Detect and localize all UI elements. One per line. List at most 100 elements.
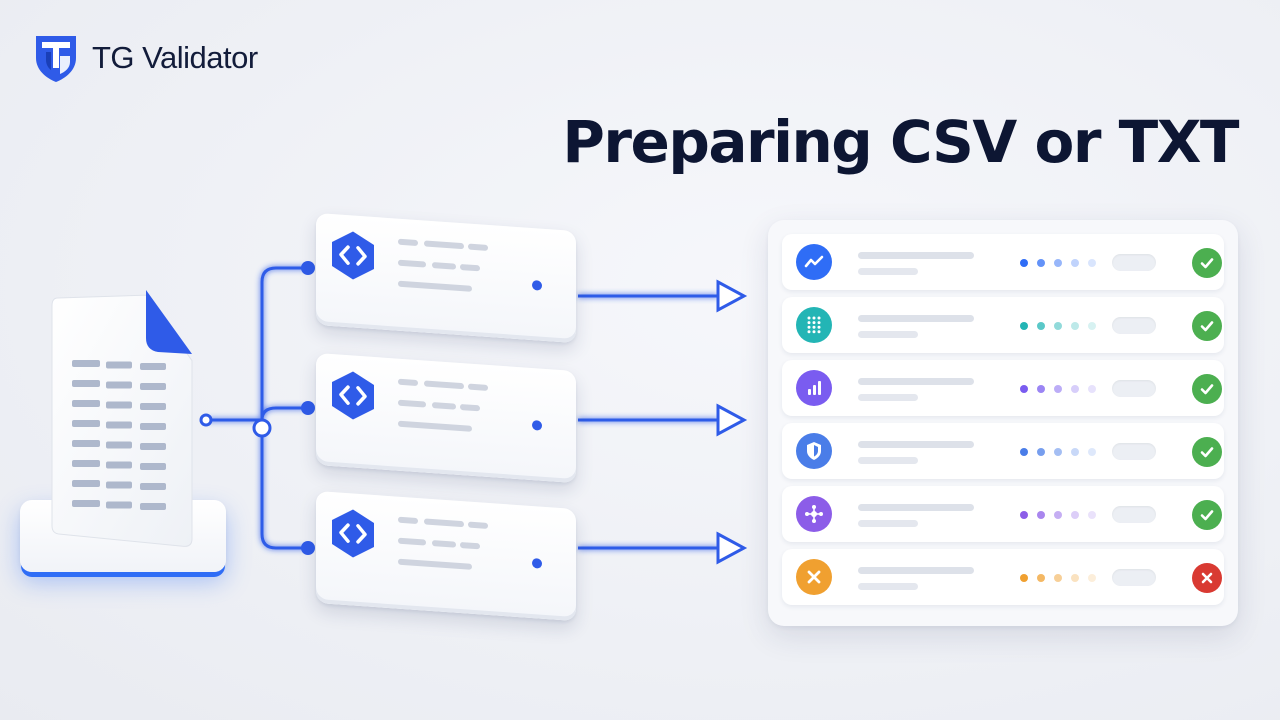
progress-dot bbox=[1020, 322, 1028, 330]
document-cell bbox=[140, 443, 166, 450]
row-toggle[interactable] bbox=[1112, 569, 1156, 586]
processor-card bbox=[316, 212, 576, 344]
progress-dot bbox=[1054, 259, 1062, 267]
progress-dot bbox=[1054, 574, 1062, 582]
processor-status-dot bbox=[532, 420, 542, 431]
row-toggle[interactable] bbox=[1112, 317, 1156, 334]
processor-status-dot bbox=[532, 558, 542, 569]
placeholder-line bbox=[858, 583, 918, 590]
progress-dot bbox=[1054, 448, 1062, 456]
processor-placeholder-lines bbox=[398, 378, 508, 450]
trend-icon bbox=[796, 244, 832, 280]
document-cell bbox=[106, 381, 132, 389]
progress-dots bbox=[1020, 322, 1096, 330]
progress-dots bbox=[1020, 511, 1096, 519]
progress-dot bbox=[1054, 385, 1062, 393]
progress-dot bbox=[1088, 322, 1096, 330]
row-toggle[interactable] bbox=[1112, 443, 1156, 460]
result-row bbox=[782, 423, 1224, 479]
document-cell bbox=[106, 461, 132, 469]
progress-dot bbox=[1037, 511, 1045, 519]
placeholder-line bbox=[858, 457, 918, 464]
progress-dot bbox=[1020, 259, 1028, 267]
progress-dot bbox=[1020, 385, 1028, 393]
document-cell bbox=[140, 463, 166, 470]
check-icon bbox=[1192, 500, 1222, 530]
progress-dot bbox=[1088, 574, 1096, 582]
document-cell bbox=[140, 483, 166, 490]
document-cell bbox=[72, 380, 100, 387]
connector-branch-middle bbox=[260, 406, 308, 421]
progress-dot bbox=[1071, 511, 1079, 519]
progress-dot bbox=[1088, 385, 1096, 393]
row-toggle[interactable] bbox=[1112, 254, 1156, 271]
placeholder-line bbox=[858, 441, 974, 448]
check-icon bbox=[1192, 311, 1222, 341]
progress-dot bbox=[1071, 385, 1079, 393]
progress-dot bbox=[1071, 448, 1079, 456]
node-bottom bbox=[301, 541, 315, 555]
document-cell bbox=[72, 460, 100, 467]
connector-branch-top bbox=[260, 266, 308, 420]
result-row bbox=[782, 549, 1224, 605]
x-icon bbox=[796, 559, 832, 595]
document-cell bbox=[140, 403, 166, 410]
result-row bbox=[782, 297, 1224, 353]
progress-dots bbox=[1020, 448, 1096, 456]
page-title: Preparing CSV or TXT bbox=[562, 108, 1239, 176]
progress-dot bbox=[1071, 574, 1079, 582]
results-panel bbox=[768, 220, 1238, 626]
document-cell bbox=[72, 480, 100, 487]
progress-dot bbox=[1037, 574, 1045, 582]
progress-dot bbox=[1071, 259, 1079, 267]
progress-dot bbox=[1037, 385, 1045, 393]
document-cell bbox=[106, 501, 132, 509]
progress-dot bbox=[1071, 322, 1079, 330]
check-icon bbox=[1192, 248, 1222, 278]
progress-dot bbox=[1088, 511, 1096, 519]
progress-dots bbox=[1020, 385, 1096, 393]
shield-tg-logo-icon bbox=[36, 36, 76, 82]
network-icon bbox=[796, 496, 832, 532]
result-row bbox=[782, 486, 1224, 542]
code-icon bbox=[332, 371, 374, 420]
result-row bbox=[782, 234, 1224, 290]
document-cell bbox=[106, 361, 132, 369]
brand: TG Validator bbox=[30, 32, 258, 84]
progress-dot bbox=[1037, 322, 1045, 330]
progress-dot bbox=[1020, 511, 1028, 519]
document-cell bbox=[106, 401, 132, 409]
document-cell bbox=[140, 503, 166, 510]
placeholder-line bbox=[858, 504, 974, 511]
processor-placeholder-lines bbox=[398, 238, 508, 310]
brand-name: TG Validator bbox=[92, 40, 258, 75]
placeholder-line bbox=[858, 315, 974, 322]
arrow-head-middle bbox=[716, 403, 748, 437]
connector-branch-bottom bbox=[260, 420, 308, 550]
progress-dot bbox=[1088, 259, 1096, 267]
placeholder-line bbox=[858, 520, 918, 527]
document-cell bbox=[140, 363, 166, 370]
result-row bbox=[782, 360, 1224, 416]
progress-dot bbox=[1037, 448, 1045, 456]
code-icon bbox=[332, 509, 374, 558]
grid-icon bbox=[796, 307, 832, 343]
row-toggle[interactable] bbox=[1112, 506, 1156, 523]
document-cell bbox=[106, 481, 132, 489]
arrow-head-bottom bbox=[716, 531, 748, 565]
progress-dot bbox=[1020, 448, 1028, 456]
node-source bbox=[199, 413, 213, 427]
document-cell bbox=[106, 421, 132, 429]
processor-placeholder-lines bbox=[398, 516, 508, 588]
node-junction bbox=[252, 418, 272, 438]
cross-icon bbox=[1192, 563, 1222, 593]
bar-chart-icon bbox=[796, 370, 832, 406]
progress-dot bbox=[1054, 322, 1062, 330]
document-cell bbox=[72, 420, 100, 427]
progress-dots bbox=[1020, 259, 1096, 267]
processor-status-dot bbox=[532, 280, 542, 291]
row-toggle[interactable] bbox=[1112, 380, 1156, 397]
processor-card bbox=[316, 352, 576, 484]
placeholder-line bbox=[858, 268, 918, 275]
